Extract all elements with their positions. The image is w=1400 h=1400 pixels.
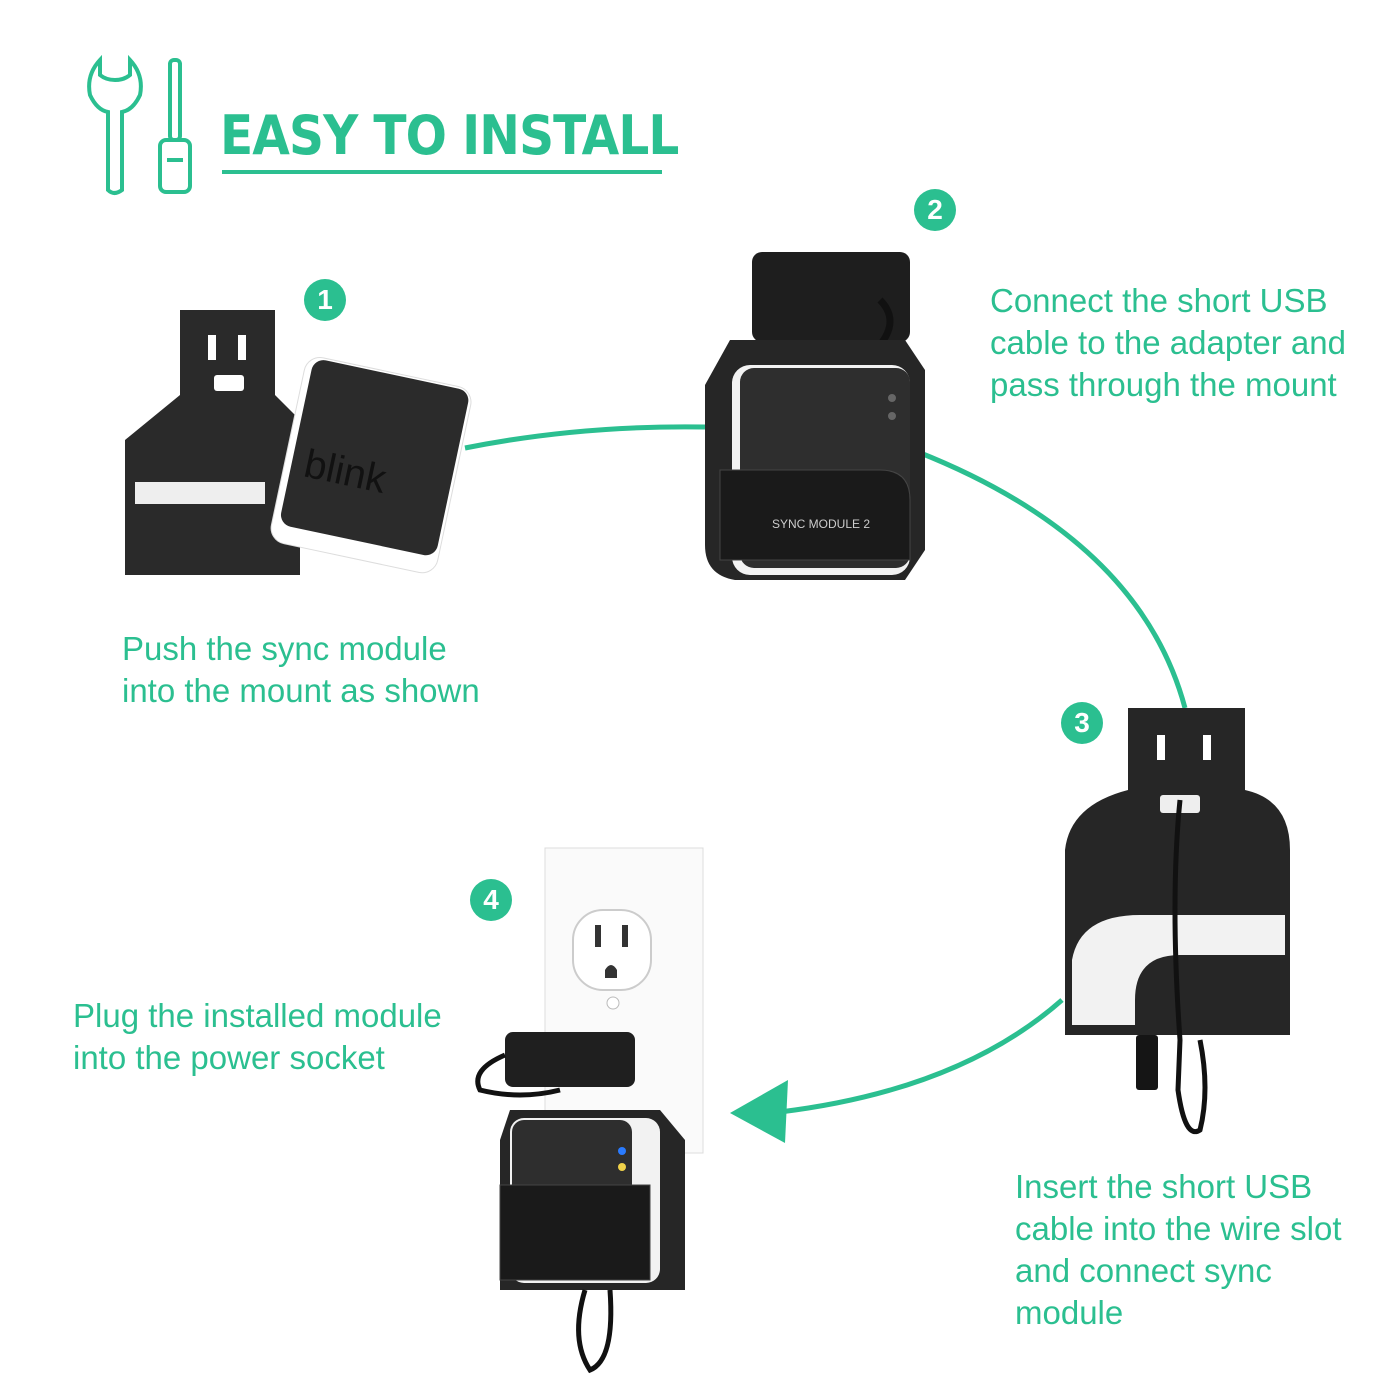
- step4-product-image: [475, 847, 704, 1374]
- step-1-text: Push the sync module into the mount as s…: [122, 630, 480, 709]
- step-badge-3: 3: [1061, 702, 1103, 744]
- arrow-head-icon: [730, 1080, 788, 1143]
- step-badge-4: 4: [470, 879, 512, 921]
- step-badge-2: 2: [914, 189, 956, 231]
- step2-product-image: SYNC MODULE 2: [705, 252, 925, 580]
- step-4-text: Plug the installed module into the power…: [73, 997, 442, 1076]
- connector-1-2: [464, 424, 706, 451]
- connector-2-3: [917, 449, 1188, 709]
- title-underline: [222, 170, 662, 174]
- step-badge-1: 1: [304, 279, 346, 321]
- brand-model-text: SYNC MODULE 2: [772, 517, 870, 531]
- tools-icon: [87, 54, 192, 195]
- step1-product-image: blink: [125, 310, 472, 575]
- step-2-text: Connect the short USB cable to the adapt…: [990, 282, 1346, 403]
- connector-3-4: [779, 998, 1064, 1115]
- page-title: EASY TO INSTALL: [220, 104, 679, 167]
- step-3-text: Insert the short USB cable into the wire…: [1015, 1168, 1342, 1331]
- step3-product-image: [1065, 708, 1290, 1135]
